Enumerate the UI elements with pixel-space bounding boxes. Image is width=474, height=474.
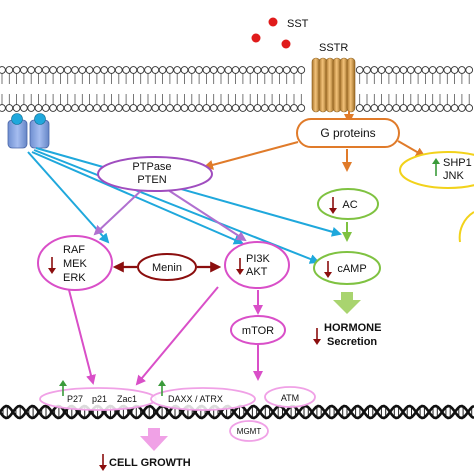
shp1-jnk-node	[399, 151, 474, 189]
zac1-label: Zac1	[117, 394, 137, 404]
secretion-label: Secretion	[327, 336, 377, 348]
sst-molecule-dot	[268, 17, 278, 27]
sst-molecule-dot	[281, 39, 291, 49]
camp-label: cAMP	[337, 263, 366, 275]
pathway-arrows	[68, 286, 263, 386]
cell-membrane	[0, 66, 474, 112]
sstr-receptor	[311, 57, 356, 113]
pi3k-akt-node	[224, 241, 290, 289]
pten-label: PTEN	[137, 174, 166, 186]
sst-molecule-dot	[251, 33, 261, 43]
g-proteins-node	[296, 118, 400, 148]
camp-down-arrow	[324, 261, 332, 278]
daxx-atrx-node	[150, 387, 256, 411]
raf-down-arrow	[48, 257, 56, 274]
mgmt-label: MGMT	[237, 427, 262, 436]
p27-label: P27	[67, 394, 83, 404]
daxx-atrx-label: DAXX / ATRX	[168, 394, 223, 404]
shp1-up-arrow	[432, 158, 440, 176]
atm-node	[264, 386, 316, 408]
pi3k-down-arrow	[236, 258, 244, 275]
camp-node	[313, 251, 381, 285]
cell-growth-down-arrow	[140, 428, 168, 451]
hormone-label: HORMONE	[324, 322, 381, 334]
jnk-label: JNK	[443, 170, 464, 182]
mgmt-node	[229, 420, 269, 442]
ac-down-arrow	[329, 197, 337, 214]
erk-label: ERK	[63, 272, 86, 284]
raf-label: RAF	[63, 244, 85, 256]
raf-mek-erk-node	[37, 235, 113, 291]
cell-growth-label: CELL GROWTH	[109, 457, 191, 469]
ptpase-pten-node	[97, 156, 213, 192]
menin-node	[137, 253, 197, 281]
ptpase-label: PTPase	[132, 161, 171, 173]
cell-growth-decrease-arrow	[99, 454, 107, 471]
mtor-label: mTOR	[242, 325, 274, 337]
hormone-down-arrow	[333, 292, 361, 314]
dna-helix	[0, 404, 474, 420]
mek-label: MEK	[63, 258, 88, 270]
p27-up-arrow	[59, 380, 67, 396]
mtor-node	[230, 315, 286, 345]
menin-label: Menin	[152, 262, 182, 274]
pi3k-label: PI3K	[246, 253, 271, 265]
g-proteins-label: G proteins	[320, 126, 375, 140]
yellow-partial-node	[458, 211, 474, 243]
shp1-label: SHP1	[443, 157, 472, 169]
akt-label: AKT	[246, 266, 268, 278]
hormone-decrease-arrow	[313, 328, 321, 345]
ac-label: AC	[342, 199, 357, 211]
ptpase-arrows	[93, 185, 247, 242]
atm-label: ATM	[281, 393, 299, 403]
sst-label: SST	[287, 18, 309, 30]
sstr-label: SSTR	[319, 42, 348, 54]
p21-label: p21	[92, 394, 107, 404]
g-protein-arrows	[203, 111, 426, 172]
daxx-up-arrow	[158, 380, 166, 396]
tyrosine-kinase-receptor	[7, 113, 50, 149]
